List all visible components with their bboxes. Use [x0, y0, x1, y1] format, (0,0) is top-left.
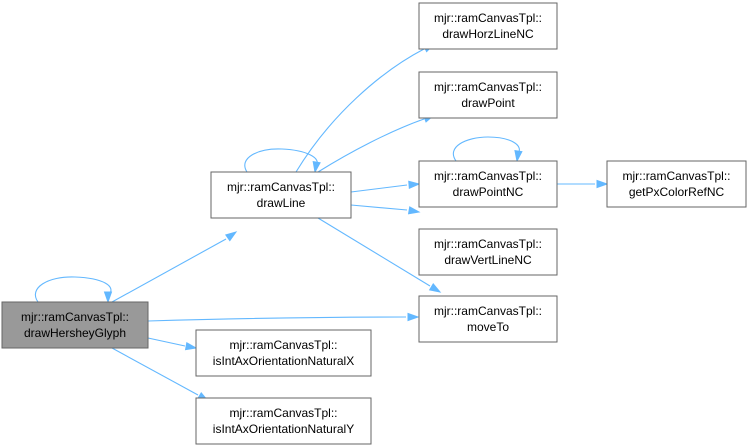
node-namespace-label: mjr::ramCanvasTpl:: — [622, 169, 730, 183]
node-function-label: drawPointNC — [453, 185, 524, 199]
edge-drawPointNC-to-getPxColorRefNC — [557, 179, 609, 189]
edges-layer — [34, 43, 609, 402]
arrowhead-icon — [224, 231, 238, 242]
node-drawHorzLineNC[interactable]: mjr::ramCanvasTpl::drawHorzLineNC — [418, 2, 558, 50]
edge-line — [317, 118, 425, 173]
arrowhead-icon — [596, 179, 609, 189]
node-namespace-label: mjr::ramCanvasTpl:: — [229, 338, 337, 352]
node-drawPoint[interactable]: mjr::ramCanvasTpl::drawPoint — [418, 71, 558, 119]
edge-drawLine-to-drawVertLineNC — [350, 204, 421, 215]
node-box[interactable] — [195, 329, 372, 377]
node-namespace-label: mjr::ramCanvasTpl:: — [21, 310, 129, 324]
node-moveTo[interactable]: mjr::ramCanvasTpl::moveTo — [418, 295, 558, 343]
edge-drawHersheyGlyph-to-drawLine — [111, 231, 238, 303]
edge-line — [147, 337, 186, 347]
node-box[interactable] — [418, 160, 558, 208]
node-namespace-label: mjr::ramCanvasTpl:: — [434, 80, 542, 94]
node-namespace-label: mjr::ramCanvasTpl:: — [434, 169, 542, 183]
node-box[interactable] — [418, 71, 558, 119]
node-box[interactable] — [418, 295, 558, 343]
node-function-label: drawPoint — [461, 96, 515, 110]
edge-line — [295, 48, 425, 173]
node-function-label: isIntAxOrientationNaturalY — [213, 422, 354, 436]
node-function-label: drawHorzLineNC — [442, 27, 534, 41]
edge-line — [111, 347, 199, 396]
arrowhead-icon — [514, 150, 523, 163]
node-isIntAxOrientationNaturalX[interactable]: mjr::ramCanvasTpl::isIntAxOrientationNat… — [195, 329, 372, 377]
node-namespace-label: mjr::ramCanvasTpl:: — [227, 180, 335, 194]
node-box[interactable] — [1, 301, 149, 349]
node-function-label: moveTo — [467, 320, 509, 334]
node-drawPointNC[interactable]: mjr::ramCanvasTpl::drawPointNC — [418, 160, 558, 208]
node-drawVertLineNC[interactable]: mjr::ramCanvasTpl::drawVertLineNC — [418, 228, 558, 276]
edge-line — [350, 204, 408, 211]
node-box[interactable] — [606, 160, 747, 208]
node-drawLine[interactable]: mjr::ramCanvasTpl::drawLine — [210, 171, 352, 219]
edge-line — [244, 148, 318, 173]
edge-drawHersheyGlyph-to-moveTo — [147, 312, 420, 322]
edge-line — [350, 184, 408, 193]
node-namespace-label: mjr::ramCanvasTpl:: — [434, 11, 542, 25]
node-box[interactable] — [418, 2, 558, 50]
edge-drawHersheyGlyph-to-isIntAxOrientationNaturalX — [147, 337, 198, 351]
edge-drawLine-to-drawPointNC — [350, 180, 421, 193]
edge-line — [111, 238, 227, 303]
edge-drawLine-to-drawLine — [244, 148, 321, 174]
node-namespace-label: mjr::ramCanvasTpl:: — [229, 406, 337, 420]
edge-drawPointNC-to-drawPointNC — [453, 136, 523, 163]
edge-drawLine-to-drawHorzLineNC — [295, 43, 436, 173]
node-function-label: drawVertLineNC — [444, 253, 532, 267]
arrowhead-icon — [408, 180, 421, 190]
edge-line — [34, 276, 112, 303]
node-drawHersheyGlyph[interactable]: mjr::ramCanvasTpl::drawHersheyGlyph — [1, 301, 149, 349]
arrowhead-icon — [184, 341, 198, 351]
node-function-label: isIntAxOrientationNaturalX — [213, 354, 354, 368]
node-isIntAxOrientationNaturalY[interactable]: mjr::ramCanvasTpl::isIntAxOrientationNat… — [195, 397, 372, 445]
node-box[interactable] — [195, 397, 372, 445]
edge-line — [147, 316, 407, 322]
node-function-label: drawLine — [257, 196, 306, 210]
node-function-label: drawHersheyGlyph — [24, 326, 126, 340]
arrowhead-icon — [428, 282, 442, 293]
arrowhead-icon — [312, 160, 321, 174]
node-box[interactable] — [210, 171, 352, 219]
arrowhead-icon — [407, 312, 420, 322]
node-getPxColorRefNC[interactable]: mjr::ramCanvasTpl::getPxColorRefNC — [606, 160, 747, 208]
node-function-label: getPxColorRefNC — [629, 185, 725, 199]
edge-drawLine-to-moveTo — [317, 217, 442, 293]
node-namespace-label: mjr::ramCanvasTpl:: — [434, 304, 542, 318]
edge-drawHersheyGlyph-to-isIntAxOrientationNaturalY — [111, 347, 210, 402]
arrowhead-icon — [407, 206, 421, 215]
edge-drawHersheyGlyph-to-drawHersheyGlyph — [34, 276, 113, 304]
node-box[interactable] — [418, 228, 558, 276]
node-namespace-label: mjr::ramCanvasTpl:: — [434, 237, 542, 251]
edge-line — [453, 136, 520, 162]
edge-drawLine-to-drawPoint — [317, 114, 436, 173]
edge-line — [317, 217, 431, 287]
arrowhead-icon — [103, 291, 113, 304]
